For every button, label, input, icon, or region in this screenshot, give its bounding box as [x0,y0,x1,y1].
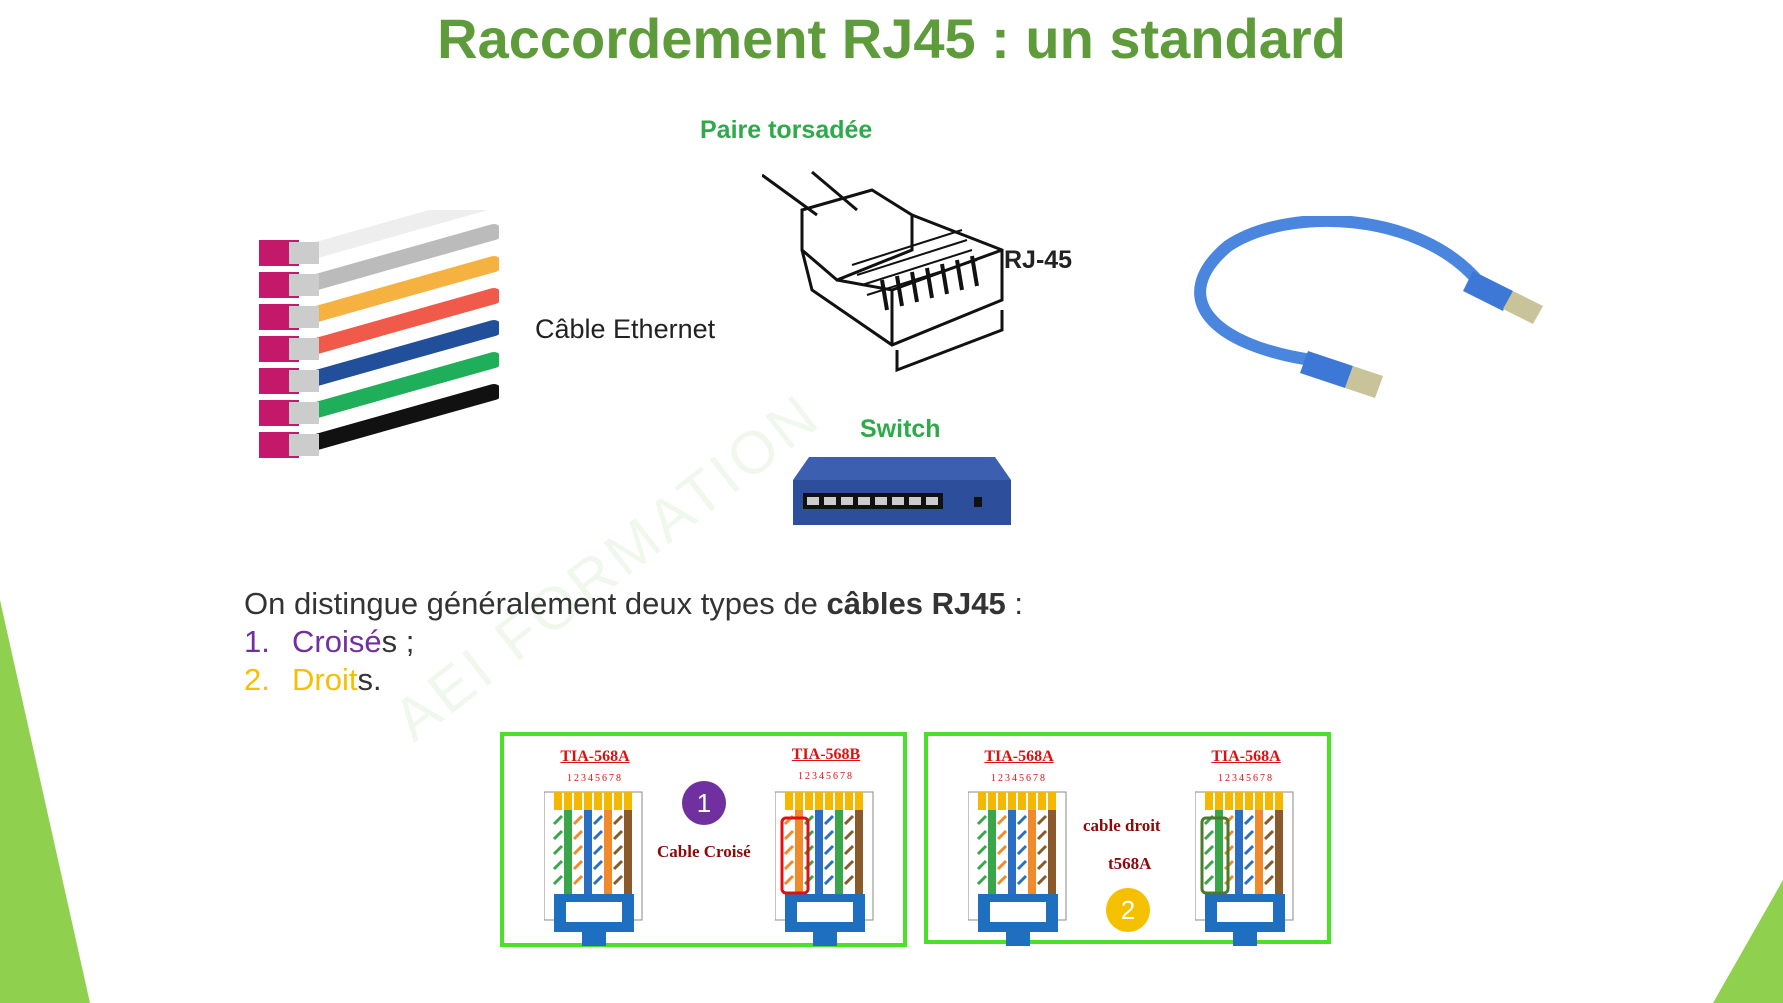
badge-1: 1 [682,781,726,825]
switch-label: Switch [860,415,941,443]
list-word: Croisé [292,624,382,659]
right-standard-label: TIA-568A [1211,748,1281,765]
pin-numbers: 12345678 [991,773,1047,784]
rj45-label: RJ-45 [1004,246,1073,274]
ethernet-cables-image [259,210,499,458]
blue-patch-cable-image [1194,216,1543,398]
cable-croise-caption: Cable Croisé [657,842,751,861]
rj45-connector-drawing [762,170,1004,373]
pin-numbers: 12345678 [567,773,623,784]
pin-numbers: 12345678 [1218,773,1274,784]
intro-text: On distingue généralement deux types de [244,586,827,621]
right-standard-label: TIA-568B [791,746,861,763]
rj45-plug-568a [544,791,643,946]
cable-types-text: On distingue généralement deux types de … [244,585,1023,699]
decor-triangle-right [1713,880,1783,1003]
badge-2: 2 [1106,888,1150,932]
cable-droit-caption: cable droit [1083,816,1161,835]
page-title: Raccordement RJ45 : un standard [437,7,1346,70]
list-number: 1. [244,624,270,659]
list-item-croises: 1. Croisés ; [244,623,1023,661]
list-item-droits: 2. Droits. [244,661,1023,699]
list-suffix: s ; [381,624,415,659]
intro-line: On distingue généralement deux types de … [244,585,1023,623]
left-standard-label: TIA-568A [560,748,630,765]
rj45-plug-568a [968,791,1067,946]
cable-ethernet-label: Câble Ethernet [535,314,716,344]
rj45-plug-568a [1195,791,1294,946]
list-word: Droit [292,662,358,697]
list-number: 2. [244,662,270,697]
crossover-diagram: TIA-568A 12345678 1 Cable Croisé TIA-568… [500,732,907,947]
paire-torsadee-label: Paire torsadée [700,116,873,144]
decor-triangle-left [0,600,90,1003]
straight-diagram: TIA-568A 12345678 cable droit t568A 2 TI… [924,732,1331,946]
pin-numbers: 12345678 [798,771,854,782]
t568a-caption: t568A [1108,854,1152,873]
intro-end: : [1005,586,1023,621]
switch-image [793,457,1011,525]
rj45-plug-568b [775,791,874,946]
intro-bold: câbles RJ45 [826,586,1006,621]
list-suffix: s. [357,662,382,697]
left-standard-label: TIA-568A [984,748,1054,765]
